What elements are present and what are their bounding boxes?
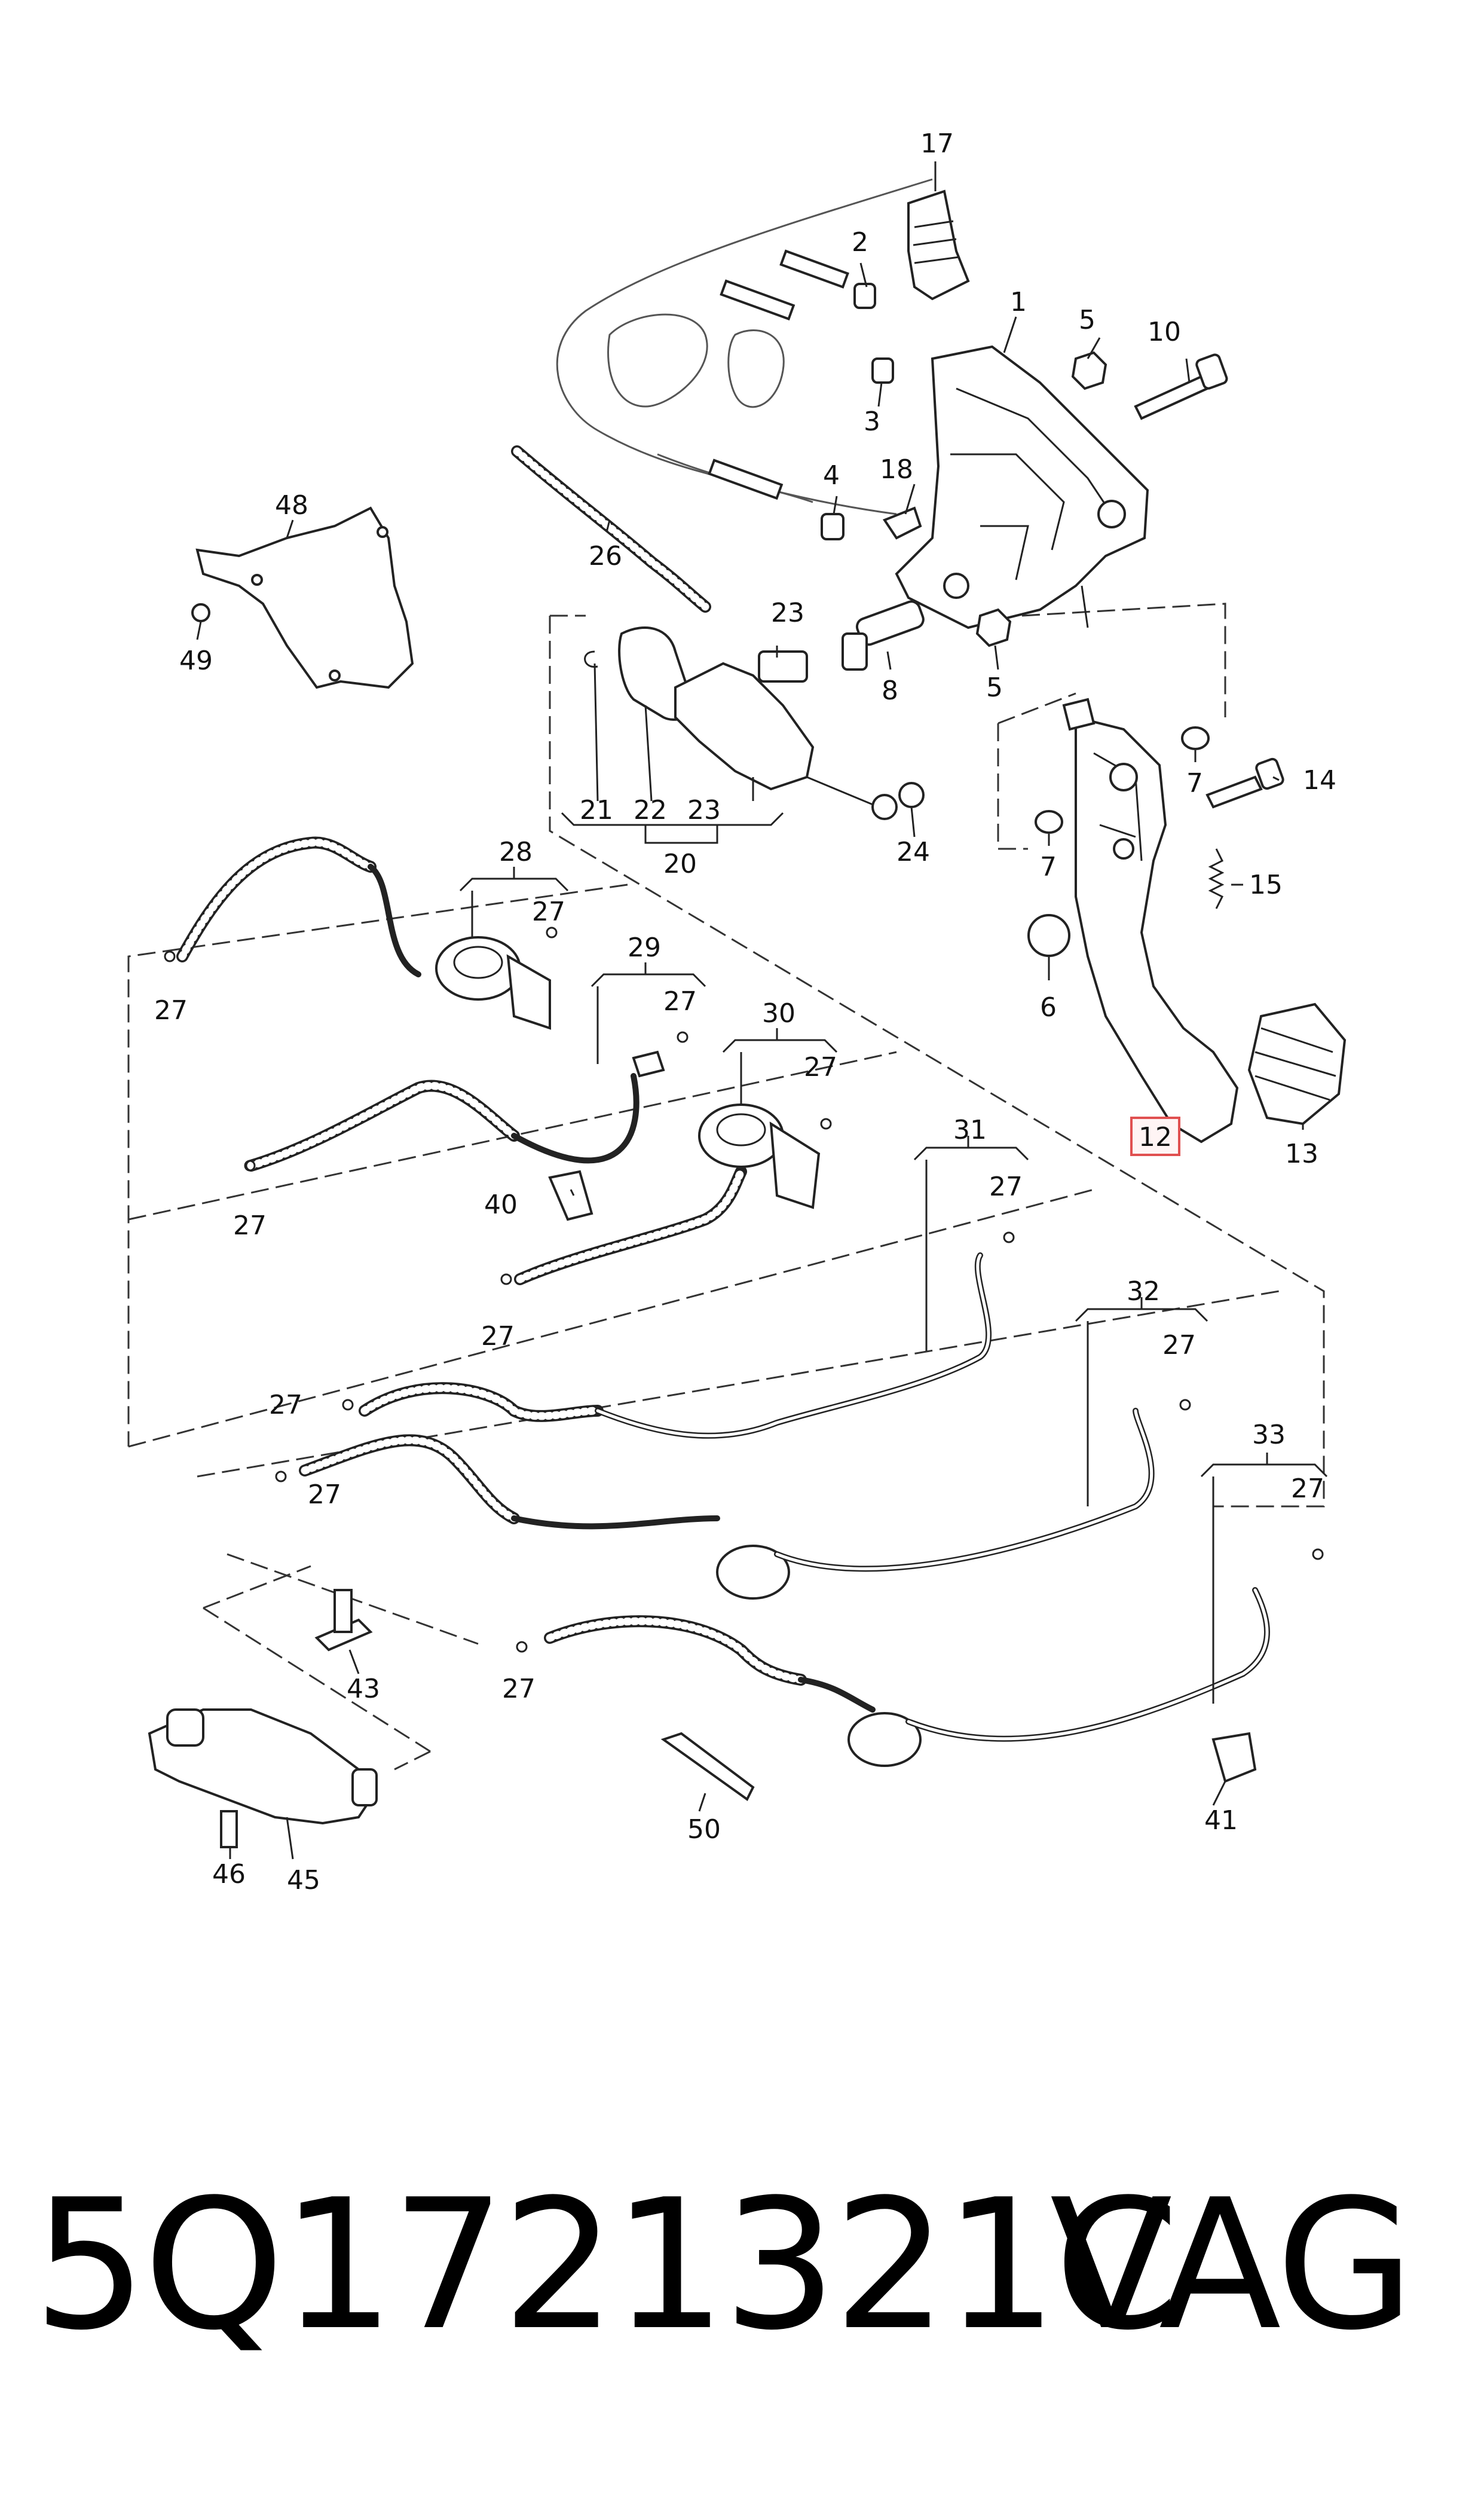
label-30: 30 <box>762 998 795 1029</box>
label-27e: 27 <box>233 1210 267 1241</box>
part-28-slave-cylinder-hose <box>176 836 551 1030</box>
label-21: 21 <box>580 795 613 826</box>
label-5a: 5 <box>1079 305 1096 335</box>
part-8-switch <box>842 600 925 671</box>
part-6-stopper <box>1027 914 1070 957</box>
label-27c: 27 <box>663 986 697 1017</box>
part-33-line <box>544 1587 1270 1767</box>
label-31: 31 <box>953 1115 987 1145</box>
part-32-line <box>299 1408 1155 1600</box>
label-27f: 27 <box>989 1172 1023 1202</box>
label-12: 12 <box>1139 1122 1172 1152</box>
label-46: 46 <box>212 1859 246 1890</box>
label-7b: 7 <box>1040 852 1057 882</box>
label-33: 33 <box>1252 1420 1286 1450</box>
part-48-bracket <box>191 506 414 689</box>
vehicle-body-outline <box>556 178 933 515</box>
part-13-pedal-pad <box>1247 1002 1347 1126</box>
label-45: 45 <box>287 1865 320 1896</box>
label-15: 15 <box>1249 870 1283 900</box>
label-49: 49 <box>179 646 213 676</box>
label-27h: 27 <box>1162 1330 1196 1361</box>
part-26-hose <box>511 445 711 613</box>
part-2-bushing-studs <box>708 249 894 540</box>
label-28: 28 <box>499 837 533 867</box>
part-1-pedal-bracket <box>895 345 1149 629</box>
label-18: 18 <box>880 454 913 485</box>
part-10-bolt <box>1134 353 1228 420</box>
label-10: 10 <box>1148 317 1181 347</box>
label-27b: 27 <box>154 995 188 1026</box>
label-2: 2 <box>852 227 868 258</box>
label-23a: 23 <box>771 598 804 628</box>
label-40: 40 <box>484 1190 518 1220</box>
part-number: 5Q1721321C <box>33 2161 1180 2370</box>
label-27j: 27 <box>308 1479 341 1510</box>
label-50: 50 <box>687 1814 721 1845</box>
label-27k: 27 <box>1291 1473 1324 1504</box>
part-43-connector <box>314 1589 373 1652</box>
part-20-master-cylinder <box>584 626 925 820</box>
label-24: 24 <box>896 837 930 867</box>
label-5b: 5 <box>986 672 1003 703</box>
label-48: 48 <box>275 490 308 521</box>
label-27g: 27 <box>481 1321 515 1352</box>
part-31-line <box>359 1252 992 1439</box>
label-20: 20 <box>663 849 697 879</box>
label-27i: 27 <box>269 1390 302 1420</box>
part-45-cylinder <box>148 1708 378 1825</box>
label-26: 26 <box>589 541 622 571</box>
label-32: 32 <box>1127 1276 1160 1307</box>
label-27l: 27 <box>502 1674 536 1704</box>
part-14-bolt <box>1205 757 1284 809</box>
label-29: 29 <box>628 933 661 963</box>
label-13: 13 <box>1285 1139 1318 1169</box>
leader-lines <box>196 161 1328 1860</box>
label-23b: 23 <box>687 795 721 826</box>
part-40-clip <box>548 1170 593 1221</box>
part-29-hose <box>245 1050 665 1172</box>
part-12-clutch-pedal <box>1062 698 1239 1144</box>
part-46-bolt <box>220 1810 238 1848</box>
label-3: 3 <box>864 406 880 437</box>
clutch-pedal-exploded-diagram: 17 2 1 5 10 3 4 18 48 26 49 23 8 5 21 22… <box>127 129 1347 1896</box>
part-5-nuts <box>975 351 1107 647</box>
label-8: 8 <box>882 675 898 706</box>
part-15-spring <box>1208 848 1225 909</box>
highlight-box-12 <box>1130 1117 1180 1156</box>
label-1: 1 <box>1010 287 1027 317</box>
label-7a: 7 <box>1186 768 1203 799</box>
label-6: 6 <box>1040 992 1057 1023</box>
label-17: 17 <box>920 129 954 159</box>
label-41: 41 <box>1204 1805 1238 1836</box>
part-17-boot <box>907 189 970 301</box>
group-frame-lines <box>127 603 1325 1771</box>
part-50-tube <box>660 1732 755 1801</box>
label-22: 22 <box>634 795 667 826</box>
part-41-clip <box>1211 1732 1257 1783</box>
part-18-clip <box>882 506 922 540</box>
label-43: 43 <box>347 1674 380 1704</box>
label-4: 4 <box>823 460 840 491</box>
callout-labels: 17 2 1 5 10 3 4 18 48 26 49 23 8 5 21 22… <box>154 129 1336 1896</box>
part-30-slave-cylinder-hose <box>514 1103 821 1285</box>
part-27-o-rings <box>164 927 1324 1653</box>
label-27a: 27 <box>532 897 565 927</box>
brand-name: VAG <box>1049 2161 1415 2370</box>
label-27d: 27 <box>804 1052 837 1083</box>
label-14: 14 <box>1303 765 1336 796</box>
part-7-bushings <box>1035 726 1210 834</box>
